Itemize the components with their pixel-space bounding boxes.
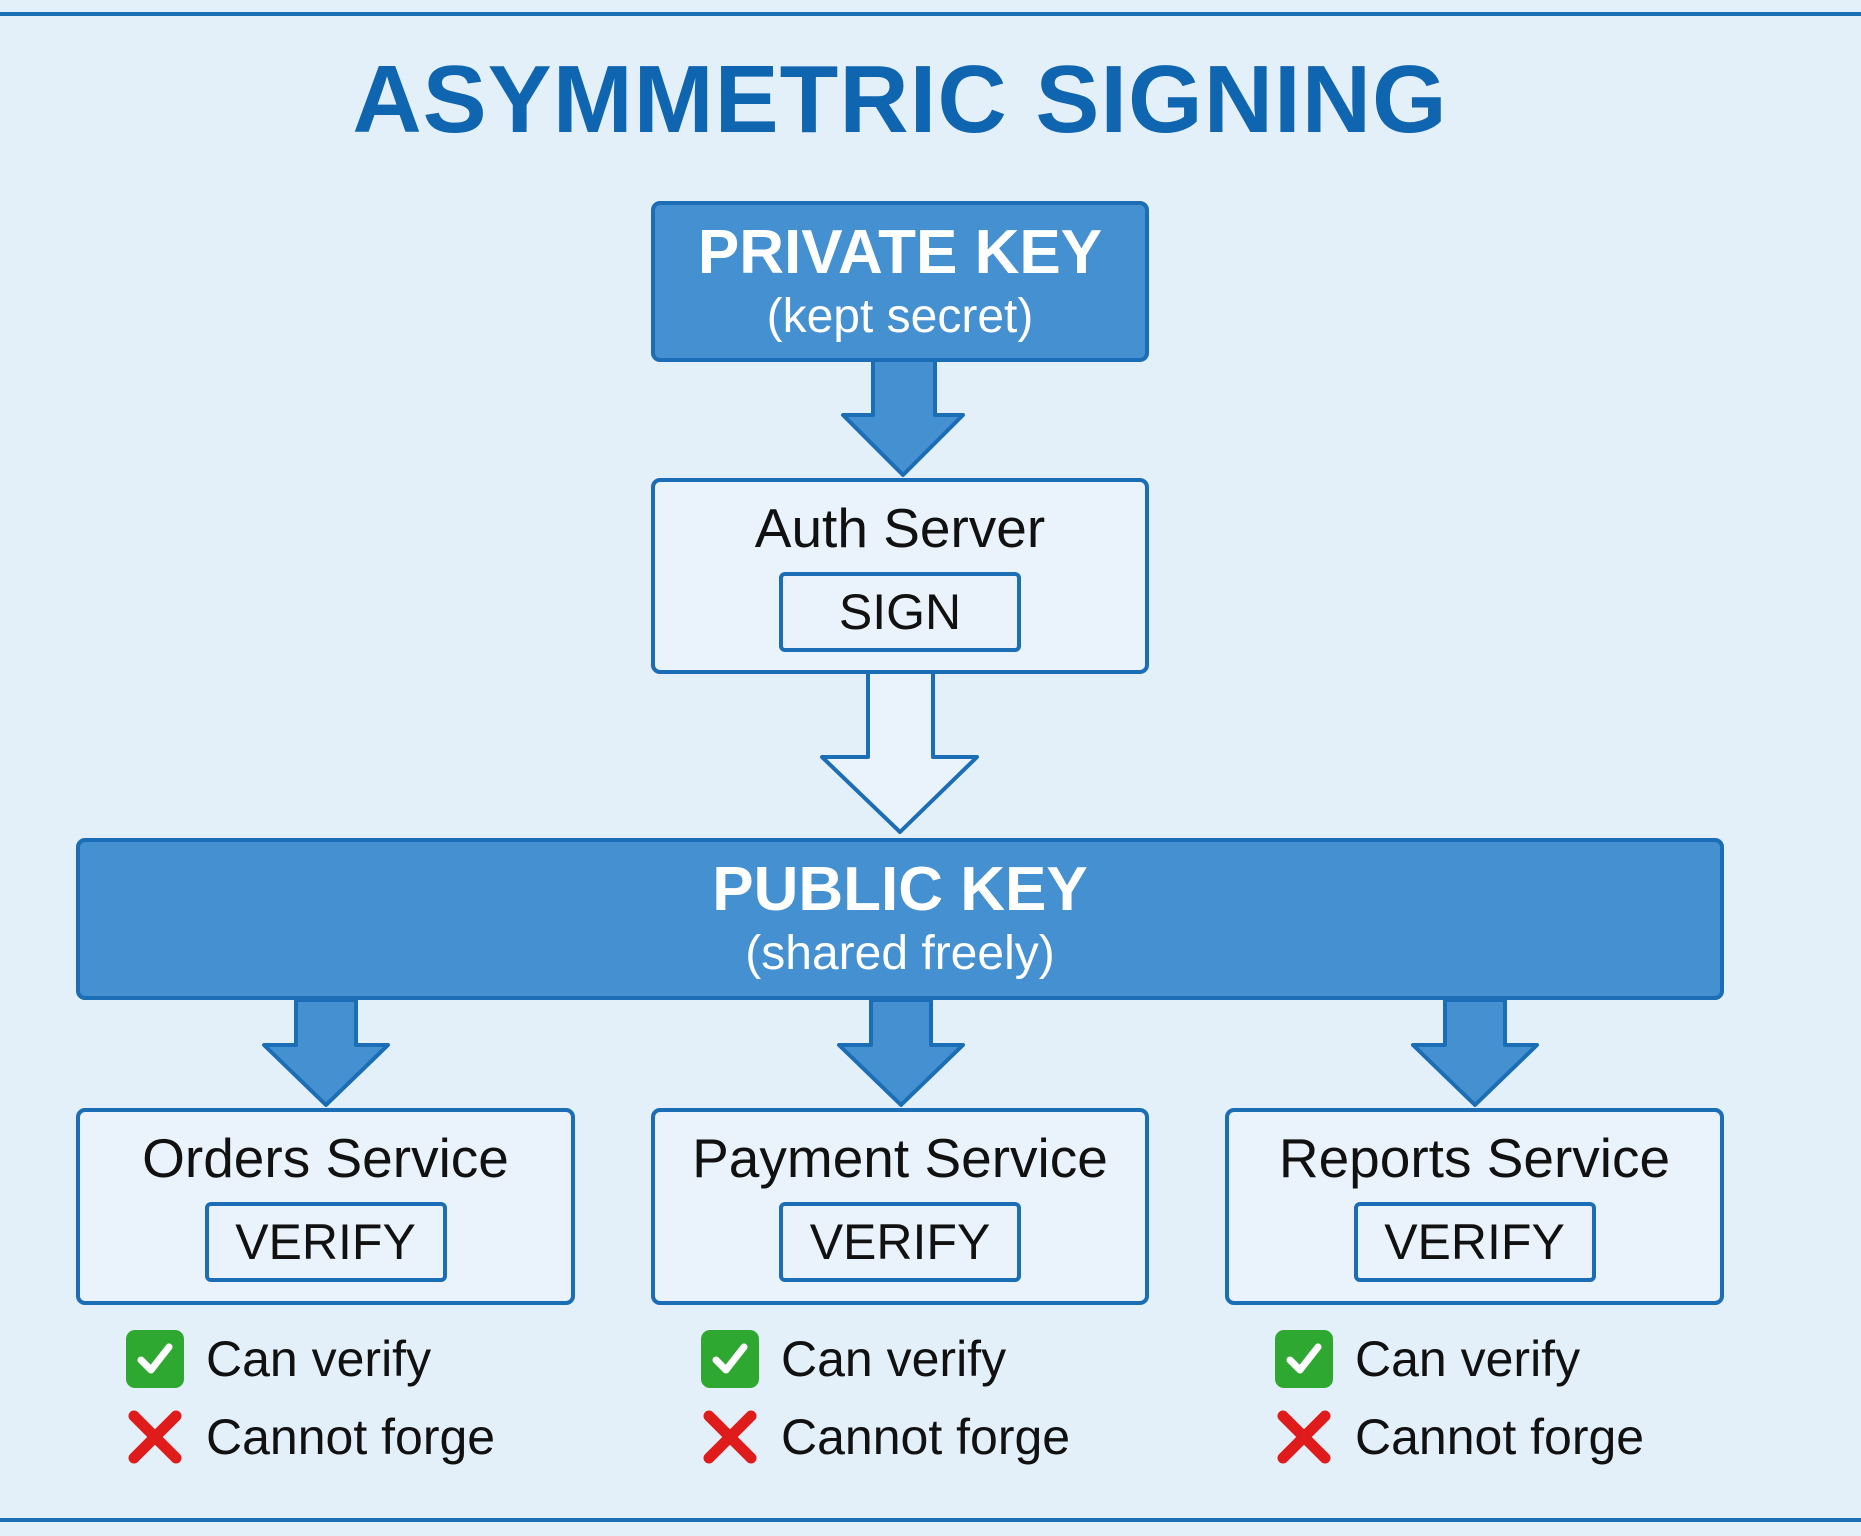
- check-mark-icon: [126, 1330, 184, 1388]
- reports-cannot-forge: Cannot forge: [1275, 1398, 1644, 1476]
- arrow-public-to-orders: [262, 998, 390, 1107]
- cross-mark-icon: [701, 1408, 759, 1466]
- orders-cannot-forge: Cannot forge: [126, 1398, 495, 1476]
- payment-verify-tag: VERIFY: [779, 1202, 1021, 1282]
- reports-cannot-forge-text: Cannot forge: [1355, 1409, 1645, 1465]
- auth-server-box: Auth Server SIGN: [651, 478, 1149, 674]
- reports-service-box: Reports Service VERIFY: [1225, 1108, 1724, 1305]
- payment-service-box: Payment Service VERIFY: [651, 1108, 1149, 1305]
- payment-can-verify: Can verify: [701, 1320, 1070, 1398]
- orders-can-verify: Can verify: [126, 1320, 495, 1398]
- arrow-auth-to-public: [820, 670, 979, 834]
- orders-status-list: Can verify Cannot forge: [126, 1320, 495, 1476]
- cross-mark-icon: [1275, 1408, 1333, 1466]
- check-mark-icon: [701, 1330, 759, 1388]
- public-key-title: PUBLIC KEY: [712, 855, 1088, 924]
- top-border-line: [0, 12, 1861, 16]
- payment-cannot-forge: Cannot forge: [701, 1398, 1070, 1476]
- reports-can-verify-text: Can verify: [1355, 1331, 1581, 1387]
- private-key-box: PRIVATE KEY (kept secret): [651, 201, 1149, 362]
- private-key-title: PRIVATE KEY: [697, 217, 1103, 287]
- orders-service-name: Orders Service: [142, 1127, 509, 1189]
- payment-status-list: Can verify Cannot forge: [701, 1320, 1070, 1476]
- orders-can-verify-text: Can verify: [206, 1331, 432, 1387]
- payment-service-name: Payment Service: [692, 1127, 1108, 1189]
- orders-cannot-forge-text: Cannot forge: [206, 1409, 496, 1465]
- arrow-public-to-payment: [837, 998, 965, 1107]
- payment-cannot-forge-text: Cannot forge: [781, 1409, 1071, 1465]
- reports-can-verify: Can verify: [1275, 1320, 1644, 1398]
- sign-tag: SIGN: [779, 572, 1021, 652]
- arrow-public-to-reports: [1411, 998, 1539, 1107]
- diagram-title: ASYMMETRIC SIGNING: [352, 46, 1448, 153]
- auth-server-name: Auth Server: [754, 497, 1046, 559]
- cross-mark-icon: [126, 1408, 184, 1466]
- arrow-private-to-auth: [841, 353, 965, 477]
- check-mark-icon: [1275, 1330, 1333, 1388]
- reports-verify-tag: VERIFY: [1353, 1202, 1596, 1282]
- payment-can-verify-text: Can verify: [781, 1331, 1007, 1387]
- reports-status-list: Can verify Cannot forge: [1275, 1320, 1644, 1476]
- private-key-subtitle: (kept secret): [766, 289, 1034, 343]
- reports-service-name: Reports Service: [1278, 1127, 1671, 1189]
- orders-verify-tag: VERIFY: [204, 1202, 447, 1282]
- public-key-box: PUBLIC KEY (shared freely): [76, 838, 1724, 1000]
- bottom-border-line: [0, 1518, 1861, 1522]
- orders-service-box: Orders Service VERIFY: [76, 1108, 575, 1305]
- public-key-subtitle: (shared freely): [745, 927, 1055, 980]
